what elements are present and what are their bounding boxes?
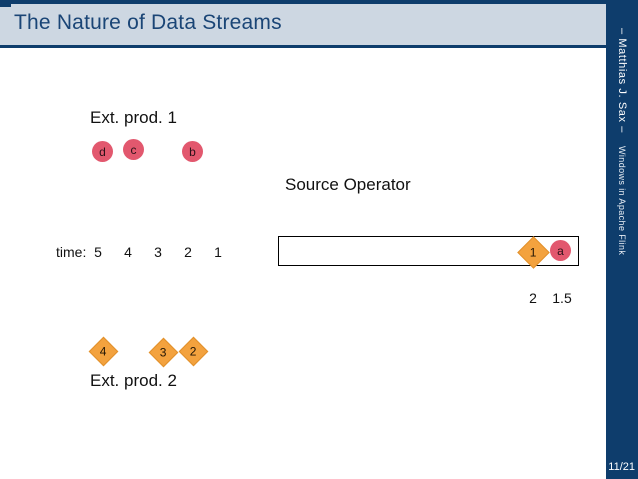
sidebar-author: – Matthias J. Sax – xyxy=(616,28,628,133)
event-label: 2 xyxy=(190,344,197,359)
event-label: d xyxy=(99,144,106,159)
sidebar: – Matthias J. Sax – Windows in Apache Fl… xyxy=(606,0,638,479)
event-label: b xyxy=(189,144,196,159)
ext-prod-2-label: Ext. prod. 2 xyxy=(90,371,177,390)
buffer-timestamp-2: 1.5 xyxy=(552,290,572,306)
top-corner-block xyxy=(0,0,11,7)
time-tick-2: 2 xyxy=(184,244,192,260)
ext-prod-1-label: Ext. prod. 1 xyxy=(90,108,177,127)
event-circle-d: d xyxy=(92,141,113,162)
event-diamond-4: 4 xyxy=(88,336,119,367)
event-circle-a: a xyxy=(550,240,571,261)
event-diamond-2: 2 xyxy=(178,336,209,367)
event-circle-b: b xyxy=(182,141,203,162)
top-accent-strip xyxy=(0,0,638,4)
title-bar xyxy=(0,0,606,45)
event-diamond-3: 3 xyxy=(148,337,179,368)
sidebar-deck-title: Windows in Apache Flink xyxy=(617,145,627,256)
slide-title: The Nature of Data Streams xyxy=(14,11,282,34)
time-tick-3: 3 xyxy=(154,244,162,260)
page-number: 11/21 xyxy=(608,461,635,473)
title-divider-rule xyxy=(0,45,638,48)
source-operator-label: Source Operator xyxy=(285,175,411,194)
event-label: a xyxy=(557,243,564,258)
time-axis-label: time: xyxy=(56,244,87,260)
event-label: 4 xyxy=(100,344,107,359)
time-tick-4: 4 xyxy=(124,244,132,260)
event-circle-c: c xyxy=(123,139,144,160)
time-tick-1: 1 xyxy=(214,244,222,260)
event-label: 1 xyxy=(530,245,537,260)
event-label: 3 xyxy=(160,345,167,360)
time-tick-5: 5 xyxy=(94,244,102,260)
sidebar-vertical-text: – Matthias J. Sax – Windows in Apache Fl… xyxy=(606,28,638,255)
event-label: c xyxy=(130,142,137,157)
buffer-timestamp-1: 2 xyxy=(529,290,537,306)
